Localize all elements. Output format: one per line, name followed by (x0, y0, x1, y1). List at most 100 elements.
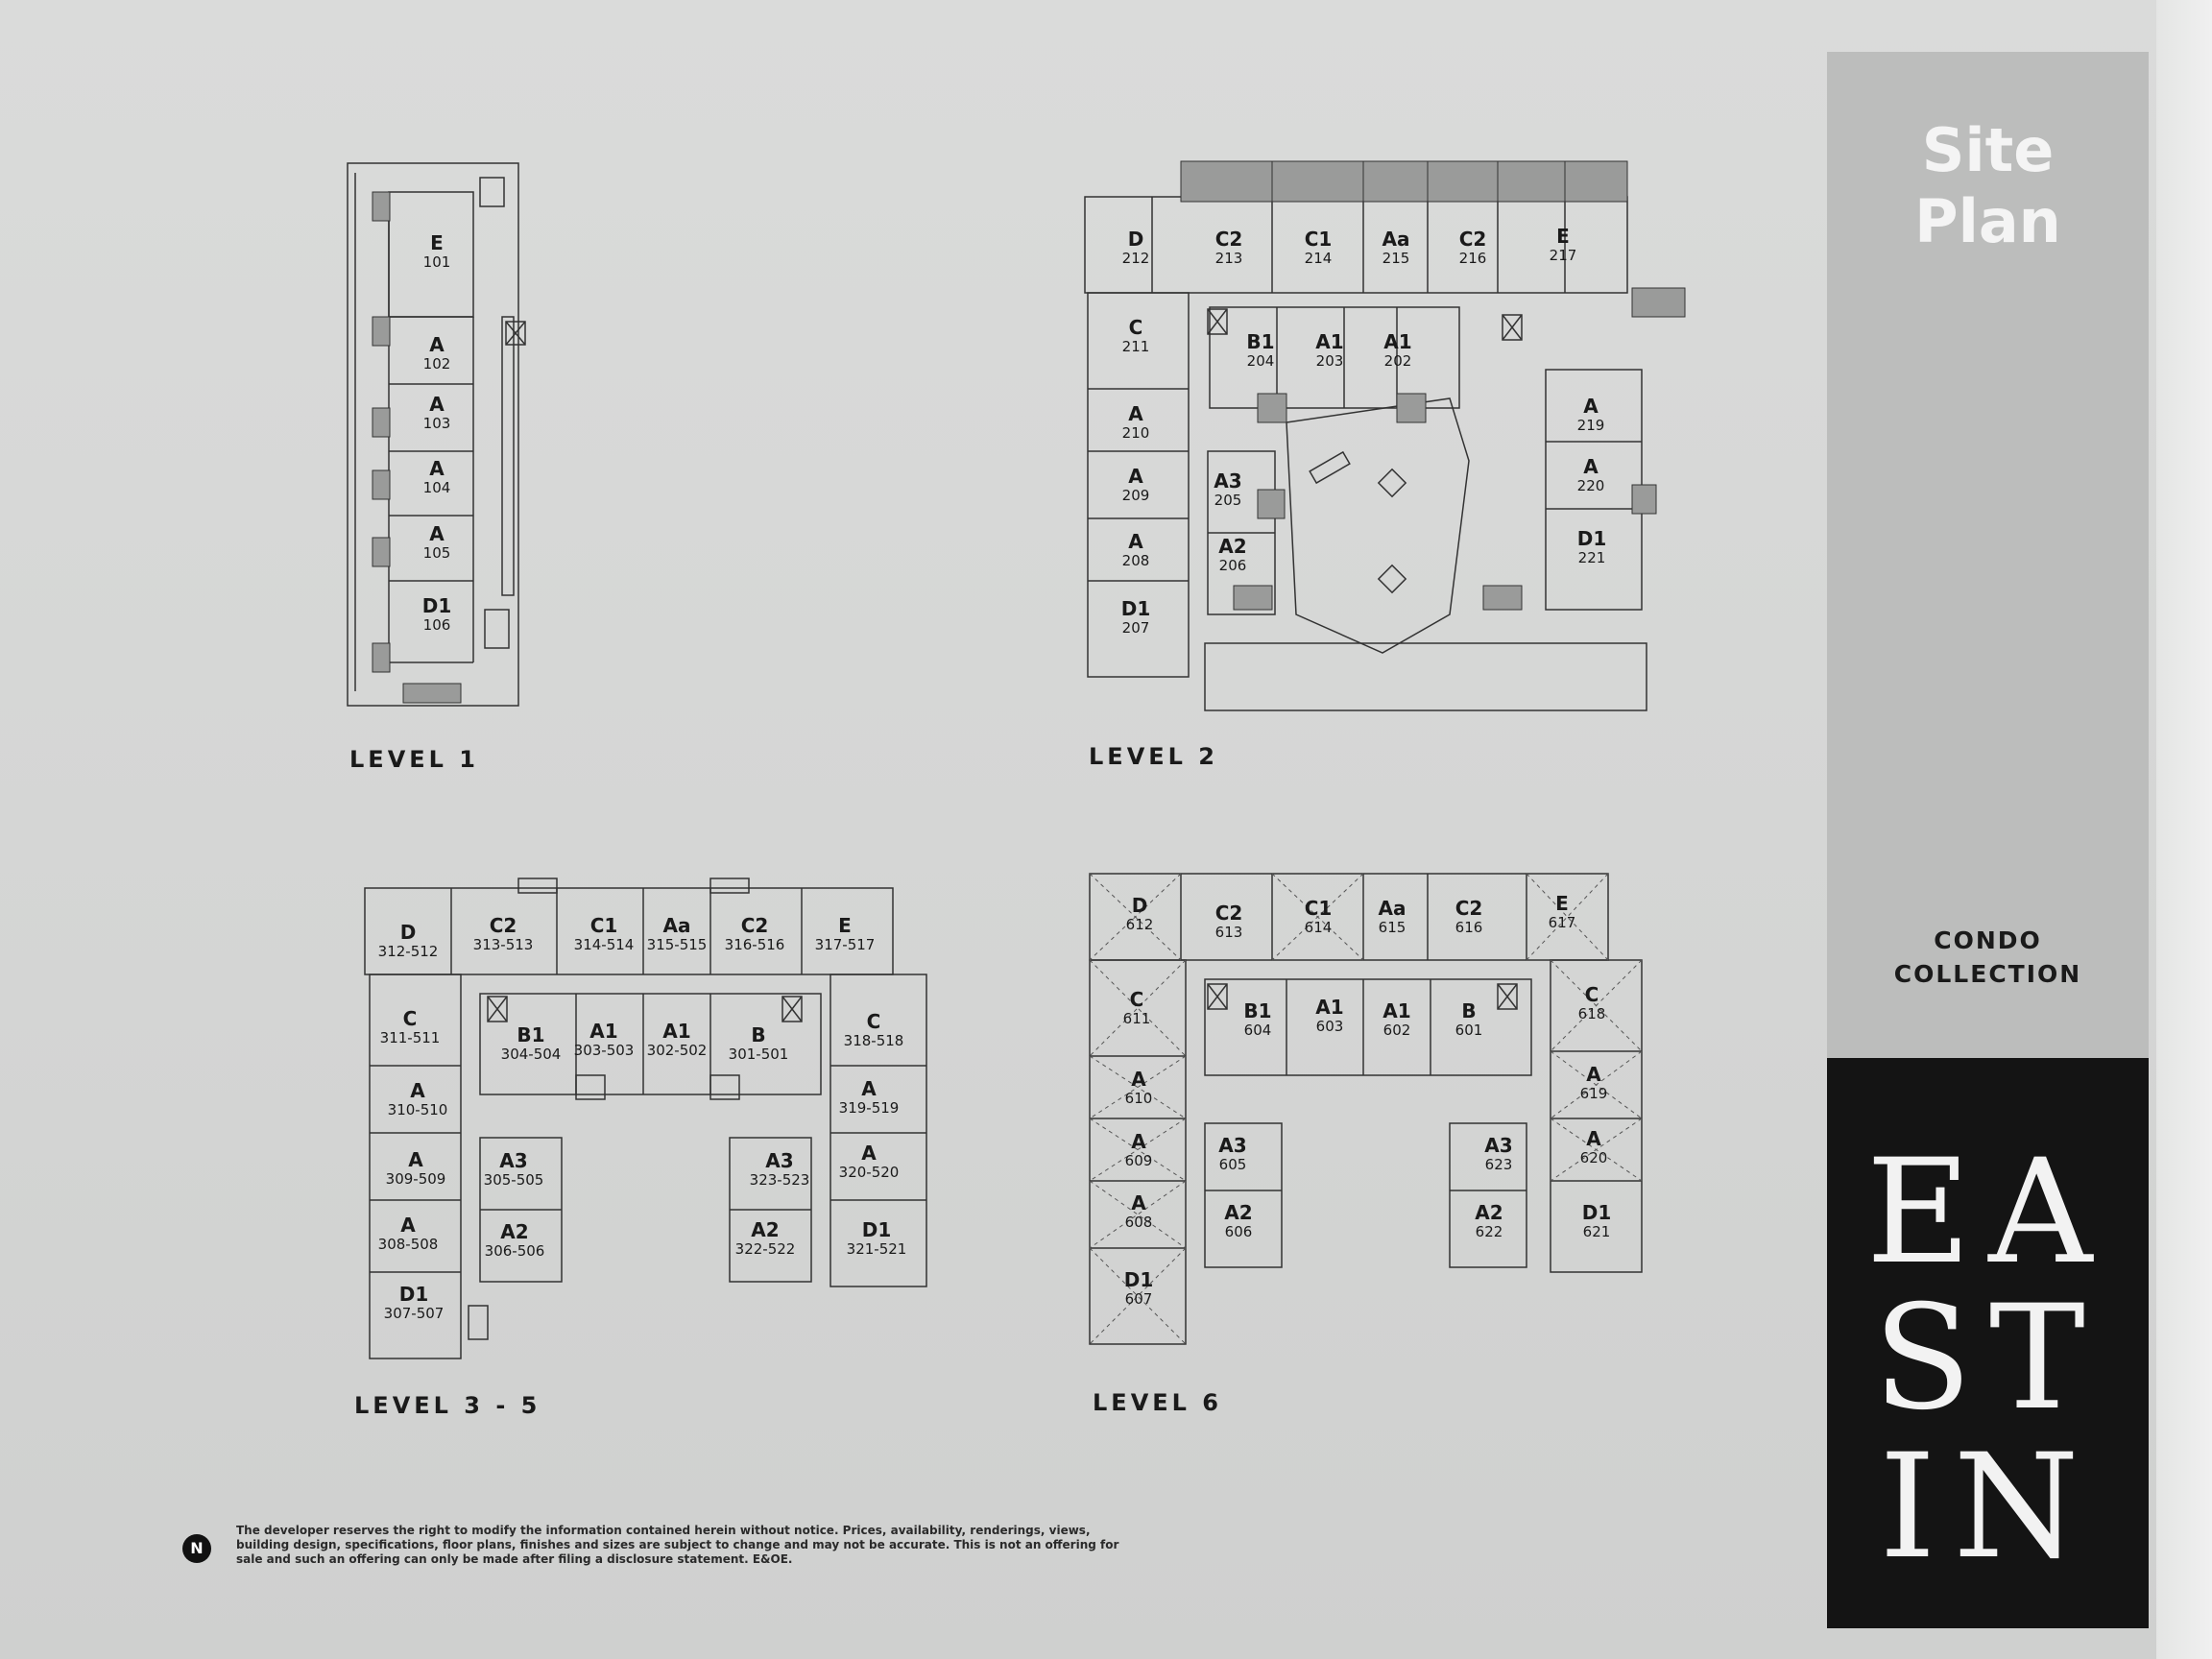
unit-type: A1 (1383, 329, 1412, 353)
unit-number: 306-506 (484, 1241, 545, 1260)
unit-type: C1 (589, 913, 618, 937)
unit-number: 620 (1579, 1148, 1608, 1166)
unit-number: 319-519 (838, 1098, 900, 1117)
page-edge (2156, 0, 2212, 1659)
unit-type: C2 (1214, 901, 1243, 925)
unit-type: A (1586, 1062, 1601, 1086)
unit-number: 621 (1582, 1222, 1611, 1240)
unit-number: 304-504 (500, 1045, 562, 1063)
unit-type: C2 (489, 913, 517, 937)
unit-type: D1 (1123, 1267, 1154, 1291)
unit-number: 611 (1122, 1009, 1151, 1027)
unit-number: 610 (1124, 1089, 1153, 1107)
unit-number: 208 (1121, 551, 1150, 569)
unit-type: A (429, 332, 445, 356)
unit-number: 609 (1124, 1151, 1153, 1169)
unit-number: 206 (1218, 556, 1247, 574)
unit-number: 219 (1576, 416, 1605, 434)
unit-number: 603 (1315, 1017, 1344, 1035)
unit-type: D1 (1576, 526, 1607, 550)
unit-type: B1 (1243, 998, 1272, 1022)
unit-type: A (1583, 454, 1599, 478)
title-panel (1827, 52, 2149, 1060)
unit-number: 311-511 (379, 1028, 441, 1046)
unit-number: 601 (1455, 1021, 1483, 1039)
unit-number: 322-522 (734, 1239, 796, 1258)
unit-type: A (429, 392, 445, 416)
unit-number: 605 (1218, 1155, 1247, 1173)
unit-type: Aa (1382, 227, 1410, 251)
unit-type: A (408, 1147, 423, 1171)
level-6-label: LEVEL 6 (1093, 1389, 1223, 1416)
unit-type: C1 (1304, 227, 1333, 251)
unit-number: 105 (422, 543, 451, 562)
unit-number: 604 (1243, 1021, 1272, 1039)
unit-type: A1 (662, 1019, 691, 1043)
unit-type: A2 (500, 1219, 529, 1243)
unit-type: Aa (1378, 896, 1407, 920)
unit-type: A (1131, 1129, 1146, 1153)
brand-logo-row-2: ST (1873, 1275, 2103, 1442)
unit-type: A (1128, 529, 1143, 553)
unit-number: 317-517 (814, 935, 876, 953)
unit-type: D (1127, 227, 1144, 251)
unit-number: 321-521 (846, 1239, 907, 1258)
unit-type: D (1131, 893, 1148, 917)
unit-type: A (861, 1076, 877, 1100)
unit-type: C2 (1214, 227, 1243, 251)
unit-number: 309-509 (385, 1169, 446, 1188)
unit-type: C2 (1458, 227, 1487, 251)
unit-number: 103 (422, 414, 451, 432)
unit-type: C (866, 1009, 881, 1033)
unit-number: 101 (422, 252, 451, 271)
unit-type: A2 (1224, 1200, 1253, 1224)
unit-number: 618 (1577, 1004, 1606, 1022)
unit-number: 301-501 (728, 1045, 789, 1063)
unit-type: A (861, 1141, 877, 1165)
unit-number: 221 (1577, 548, 1606, 566)
level-2-label: LEVEL 2 (1089, 743, 1219, 770)
unit-number: 217 (1549, 246, 1577, 264)
unit-number: 205 (1214, 491, 1242, 509)
unit-type: B1 (517, 1022, 545, 1046)
unit-type: D1 (1120, 596, 1151, 620)
unit-type: D1 (421, 593, 452, 617)
unit-number: 202 (1383, 351, 1412, 370)
unit-type: E (1555, 891, 1569, 915)
unit-number: 213 (1214, 249, 1243, 267)
unit-type: A3 (499, 1148, 528, 1172)
